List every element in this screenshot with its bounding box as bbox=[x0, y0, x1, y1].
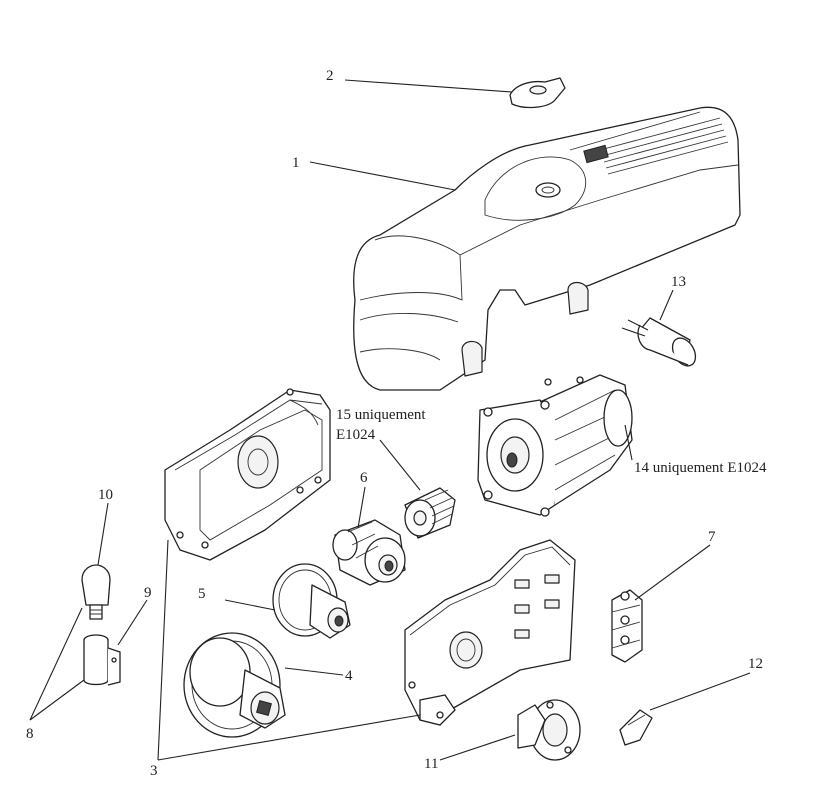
label-3: 3 bbox=[150, 763, 158, 779]
part-11-bracket bbox=[517, 699, 581, 761]
label-5: 5 bbox=[198, 586, 206, 602]
part-13-capacitor bbox=[621, 317, 697, 367]
label-7: 7 bbox=[708, 529, 716, 545]
part-3-housing-right bbox=[404, 539, 576, 726]
part-9-cylinder bbox=[83, 634, 121, 686]
part-15-gear bbox=[404, 487, 456, 539]
part-5-gear bbox=[272, 563, 351, 639]
label-13: 13 bbox=[671, 274, 686, 290]
label-15-line1: 15 uniquement bbox=[336, 407, 426, 423]
part-6-gear bbox=[332, 519, 406, 586]
part-4-gear bbox=[183, 632, 286, 738]
label-11: 11 bbox=[424, 756, 438, 772]
part-10-knob bbox=[81, 564, 111, 620]
cover-vent-slots bbox=[599, 117, 729, 175]
part-labels: 1 2 3 4 5 6 7 8 9 10 11 12 13 14 uniquem… bbox=[26, 68, 767, 779]
leader-lines bbox=[29, 79, 751, 761]
label-10: 10 bbox=[98, 487, 113, 503]
part-2-knob bbox=[509, 77, 566, 109]
part-12-switch bbox=[619, 709, 653, 746]
label-14: 14 uniquement E1024 bbox=[634, 460, 767, 476]
part-3-housing-left bbox=[164, 388, 331, 561]
label-2: 2 bbox=[326, 68, 334, 84]
label-12: 12 bbox=[748, 656, 763, 672]
part-7-switch bbox=[611, 589, 643, 663]
label-6: 6 bbox=[360, 470, 368, 486]
part-14-motor bbox=[477, 374, 633, 517]
label-1: 1 bbox=[292, 155, 300, 171]
label-15-line2: E1024 bbox=[336, 427, 376, 443]
label-8: 8 bbox=[26, 726, 34, 742]
label-4: 4 bbox=[345, 668, 353, 684]
part-1-cover bbox=[353, 106, 741, 391]
label-9: 9 bbox=[144, 585, 152, 601]
